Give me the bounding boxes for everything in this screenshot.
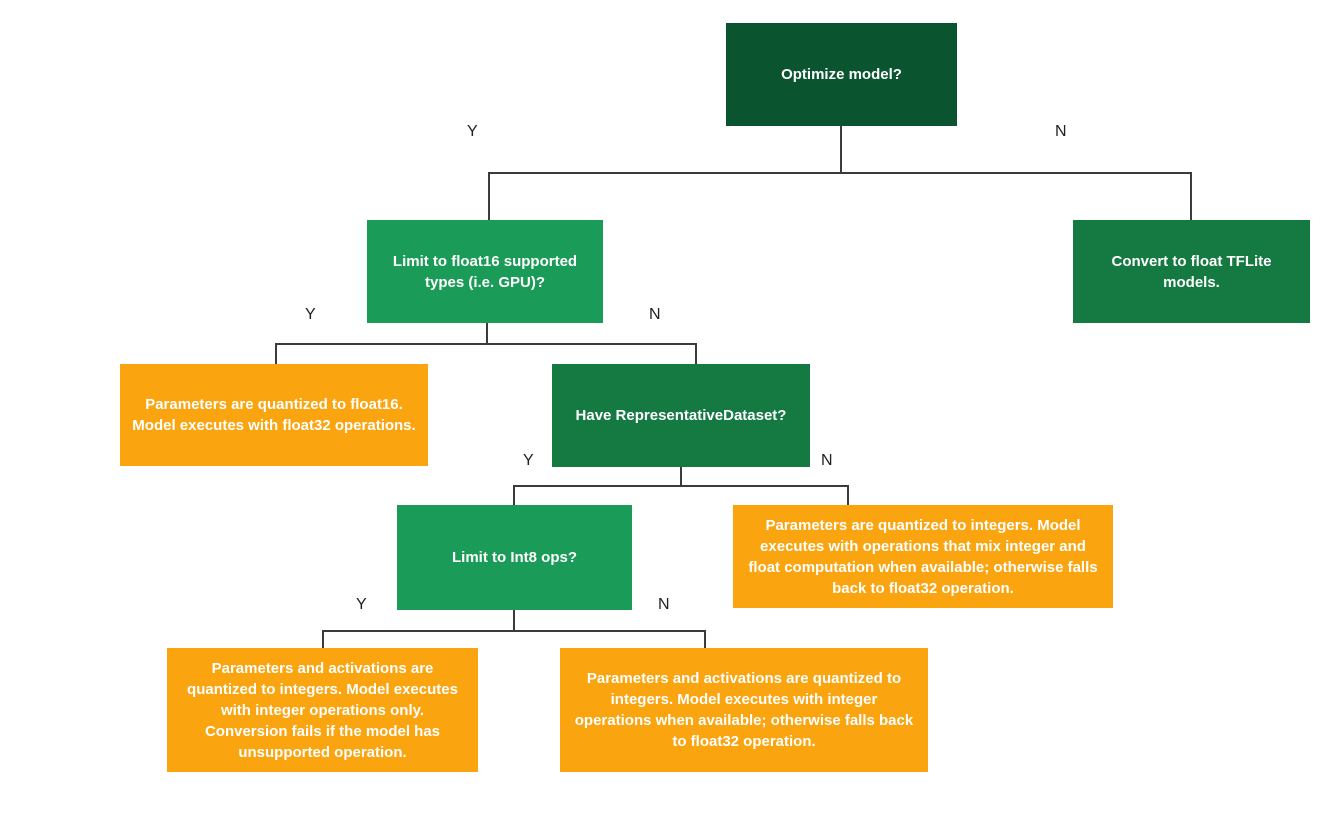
node-representative-dataset-question: Have RepresentativeDataset?	[552, 364, 810, 467]
edge-repdataset-no	[847, 485, 849, 505]
node-label: Limit to float16 supported types (i.e. G…	[392, 252, 578, 291]
edge-repdataset-branch-bar	[513, 485, 849, 487]
node-label: Limit to Int8 ops?	[452, 549, 577, 566]
edge-float16-stem	[486, 323, 488, 345]
edge-label-int8-yes: Y	[356, 596, 367, 613]
edge-float16-yes	[275, 343, 277, 364]
node-convert-float-tflite-action: Convert to float TFLite models.	[1073, 220, 1310, 323]
node-label: Have RepresentativeDataset?	[575, 407, 787, 424]
edge-int8-no	[704, 630, 706, 648]
node-label: Convert to float TFLite models.	[1111, 252, 1272, 291]
edge-label-optimize-no: N	[1055, 123, 1067, 140]
edge-repdataset-yes	[513, 485, 515, 505]
edge-label-float16-no: N	[649, 306, 661, 323]
node-optimize-model-question: Optimize model?	[726, 23, 957, 126]
edge-label-repdataset-yes: Y	[523, 452, 534, 469]
edge-int8-yes	[322, 630, 324, 648]
node-int8-only-result: Parameters and activations are quantized…	[167, 648, 478, 772]
node-mixed-integer-float-result: Parameters are quantized to integers. Mo…	[733, 505, 1113, 608]
edge-optimize-yes	[488, 172, 490, 220]
node-float16-quantization-result: Parameters are quantized to float16. Mod…	[120, 364, 428, 466]
node-limit-int8-question: Limit to Int8 ops?	[397, 505, 632, 610]
node-label: Parameters and activations are quantized…	[574, 670, 914, 750]
edge-optimize-no	[1190, 172, 1192, 220]
edge-label-repdataset-no: N	[821, 452, 833, 469]
edge-optimize-branch-bar	[488, 172, 1192, 174]
node-label: Parameters are quantized to float16. Mod…	[132, 396, 416, 434]
node-int8-fallback-result: Parameters and activations are quantized…	[560, 648, 928, 772]
edge-int8-branch-bar	[322, 630, 706, 632]
node-label: Parameters and activations are quantized…	[187, 659, 458, 761]
node-label: Optimize model?	[781, 66, 902, 83]
node-label: Parameters are quantized to integers. Mo…	[748, 516, 1098, 597]
edge-float16-no	[695, 343, 697, 364]
edge-repdataset-stem	[680, 467, 682, 487]
edge-label-int8-no: N	[658, 596, 670, 613]
edge-float16-branch-bar	[275, 343, 697, 345]
edge-label-optimize-yes: Y	[467, 123, 478, 140]
edge-int8-stem	[513, 610, 515, 632]
node-limit-float16-question: Limit to float16 supported types (i.e. G…	[367, 220, 603, 323]
edge-optimize-stem	[840, 126, 842, 173]
edge-label-float16-yes: Y	[305, 306, 316, 323]
